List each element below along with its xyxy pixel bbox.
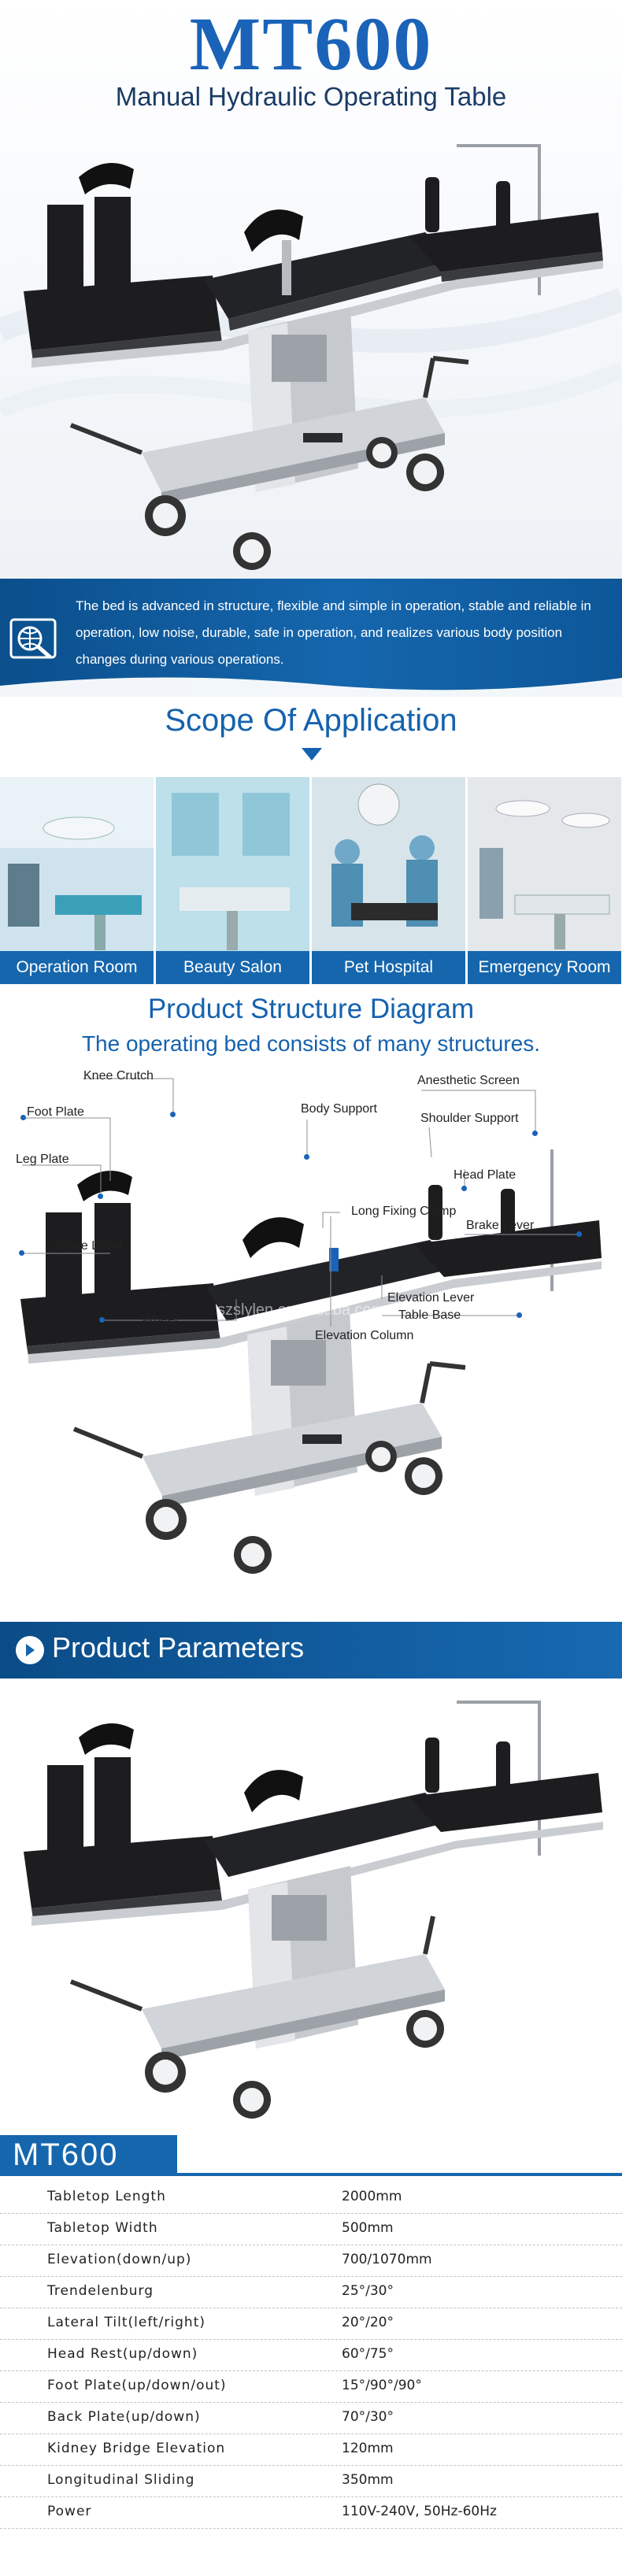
spec-key: Back Plate(up/down) — [47, 2409, 201, 2425]
structure-subtitle: The operating bed consists of many struc… — [81, 1031, 541, 1056]
hero-section: MT600 Manual Hydraulic Operating Table — [0, 0, 622, 579]
divider — [0, 2173, 622, 2176]
parameters-image — [0, 1678, 622, 2127]
parameters-title: Product Parameters — [52, 1631, 305, 1664]
spec-value: 700/1070mm — [342, 2252, 432, 2267]
scope-label: Emergency Room — [468, 951, 621, 984]
marker-dot — [99, 1317, 105, 1323]
table-row: Kidney Bridge Elevation 120mm — [0, 2434, 622, 2466]
structure-title: Product Structure Diagram — [147, 994, 475, 1024]
label-leg-plate: Leg Plate — [16, 1153, 69, 1166]
spec-value: 70°/30° — [342, 2409, 394, 2425]
spec-key: Kidney Bridge Elevation — [47, 2441, 226, 2456]
spec-key: Tabletop Width — [47, 2220, 158, 2236]
spec-value: 20°/20° — [342, 2315, 394, 2330]
intro-banner: The bed is advanced in structure, flexib… — [0, 579, 622, 697]
marker-dot — [170, 1112, 176, 1117]
label-brake-lever-left: Brake Lever — [55, 1239, 124, 1253]
label-body-support: Body Support — [301, 1102, 377, 1116]
spec-value: 60°/75° — [342, 2346, 394, 2362]
product-subtitle: Manual Hydraulic Operating Table — [115, 82, 507, 111]
table-row: Tabletop Length 2000mm — [0, 2182, 622, 2214]
operating-table-image — [24, 1701, 603, 2119]
label-shoulder-support: Shoulder Support — [420, 1112, 519, 1125]
table-row: Elevation(down/up) 700/1070mm — [0, 2245, 622, 2277]
pet-hospital-photo — [312, 777, 465, 984]
scope-tile-beauty-salon: Beauty Salon — [156, 777, 309, 984]
search-globe-icon — [9, 618, 57, 659]
operating-table-image — [24, 144, 603, 570]
spec-key: Lateral Tilt(left/right) — [47, 2315, 205, 2330]
spec-value: 350mm — [342, 2472, 394, 2488]
label-brake-lever-right: Brake Lever — [466, 1219, 535, 1232]
table-row: Trendelenburg 25°/30° — [0, 2277, 622, 2308]
spec-value: 25°/30° — [342, 2283, 394, 2299]
label-anesthetic-screen: Anesthetic Screen — [417, 1074, 520, 1087]
marker-dot — [19, 1250, 24, 1256]
parameters-header: Product Parameters — [0, 1622, 622, 1678]
spec-value: 120mm — [342, 2441, 394, 2456]
marker-dot — [20, 1115, 26, 1120]
product-title: MT600 — [189, 2, 433, 86]
spec-key: Elevation(down/up) — [47, 2252, 192, 2267]
table-row: Foot Plate(up/down/out) 15°/90°/90° — [0, 2371, 622, 2403]
label-elevation-column: Elevation Column — [315, 1329, 414, 1342]
table-row: Longitudinal Sliding 350mm — [0, 2466, 622, 2497]
scope-label: Operation Room — [0, 951, 154, 984]
emergency-room-photo — [468, 777, 621, 984]
table-row: Tabletop Width 500mm — [0, 2214, 622, 2245]
scope-tile-pet-hospital: Pet Hospital — [312, 777, 465, 984]
label-knee-crutch: Knee Crutch — [83, 1069, 154, 1083]
spec-table: Tabletop Length 2000mm Tabletop Width 500m… — [0, 2182, 622, 2576]
wave-divider — [0, 677, 622, 697]
spec-value: 110V-240V, 50Hz-60Hz — [342, 2504, 497, 2519]
watermark-text: szslylen.en.alibaba.com — [217, 1301, 384, 1319]
marker-dot — [304, 1154, 309, 1160]
marker-dot — [98, 1194, 103, 1199]
chevron-down-icon — [302, 748, 322, 761]
spec-key: Tabletop Length — [47, 2189, 166, 2204]
marker-dot — [461, 1186, 467, 1191]
label-long-fixing-clamp: Long Fixing Clamp — [351, 1205, 457, 1218]
scope-tile-operation-room: Operation Room — [0, 777, 154, 984]
label-table-base: Table Base — [398, 1308, 461, 1322]
scope-title: Scope Of Application — [165, 703, 457, 738]
model-badge: MT600 — [0, 2135, 177, 2174]
callout-lines — [22, 1078, 579, 1327]
table-row: Power 110V-240V, 50Hz-60Hz — [0, 2497, 622, 2529]
structure-diagram: szslylen.en.alibaba.com Knee Crutch Foot… — [0, 1063, 622, 1614]
spec-key: Head Rest(up/down) — [47, 2346, 198, 2362]
spec-value: 15°/90°/90° — [342, 2378, 422, 2393]
spec-value: 500mm — [342, 2220, 394, 2236]
table-row: Back Plate(up/down) 70°/30° — [0, 2403, 622, 2434]
arrow-right-icon — [16, 1636, 44, 1664]
label-elevation-lever: Elevation Lever — [387, 1291, 475, 1305]
spec-key: Foot Plate(up/down/out) — [47, 2378, 227, 2393]
scope-gallery: Operation Room Beauty Salon Pet Hospital — [0, 777, 622, 984]
scope-tile-emergency-room: Emergency Room — [468, 777, 621, 984]
spec-key: Power — [47, 2504, 92, 2519]
spec-key: Trendelenburg — [47, 2283, 154, 2299]
operating-table-diagram: szslylen.en.alibaba.com — [20, 1149, 602, 1574]
table-row: Head Rest(up/down) 60°/75° — [0, 2340, 622, 2371]
label-wheel: Wheel — [142, 1313, 178, 1327]
label-head-plate: Head Plate — [454, 1168, 516, 1182]
spec-value: 2000mm — [342, 2189, 402, 2204]
scope-label: Pet Hospital — [312, 951, 465, 984]
operation-room-photo — [0, 777, 154, 984]
spec-key: Longitudinal Sliding — [47, 2472, 195, 2488]
beauty-salon-photo — [156, 777, 309, 984]
label-foot-plate: Foot Plate — [27, 1105, 84, 1119]
table-row: Lateral Tilt(left/right) 20°/20° — [0, 2308, 622, 2340]
marker-dot — [516, 1312, 522, 1318]
scope-label: Beauty Salon — [156, 951, 309, 984]
marker-dot — [576, 1231, 582, 1237]
intro-text: The bed is advanced in structure, flexib… — [76, 598, 591, 667]
marker-dot — [532, 1131, 538, 1136]
